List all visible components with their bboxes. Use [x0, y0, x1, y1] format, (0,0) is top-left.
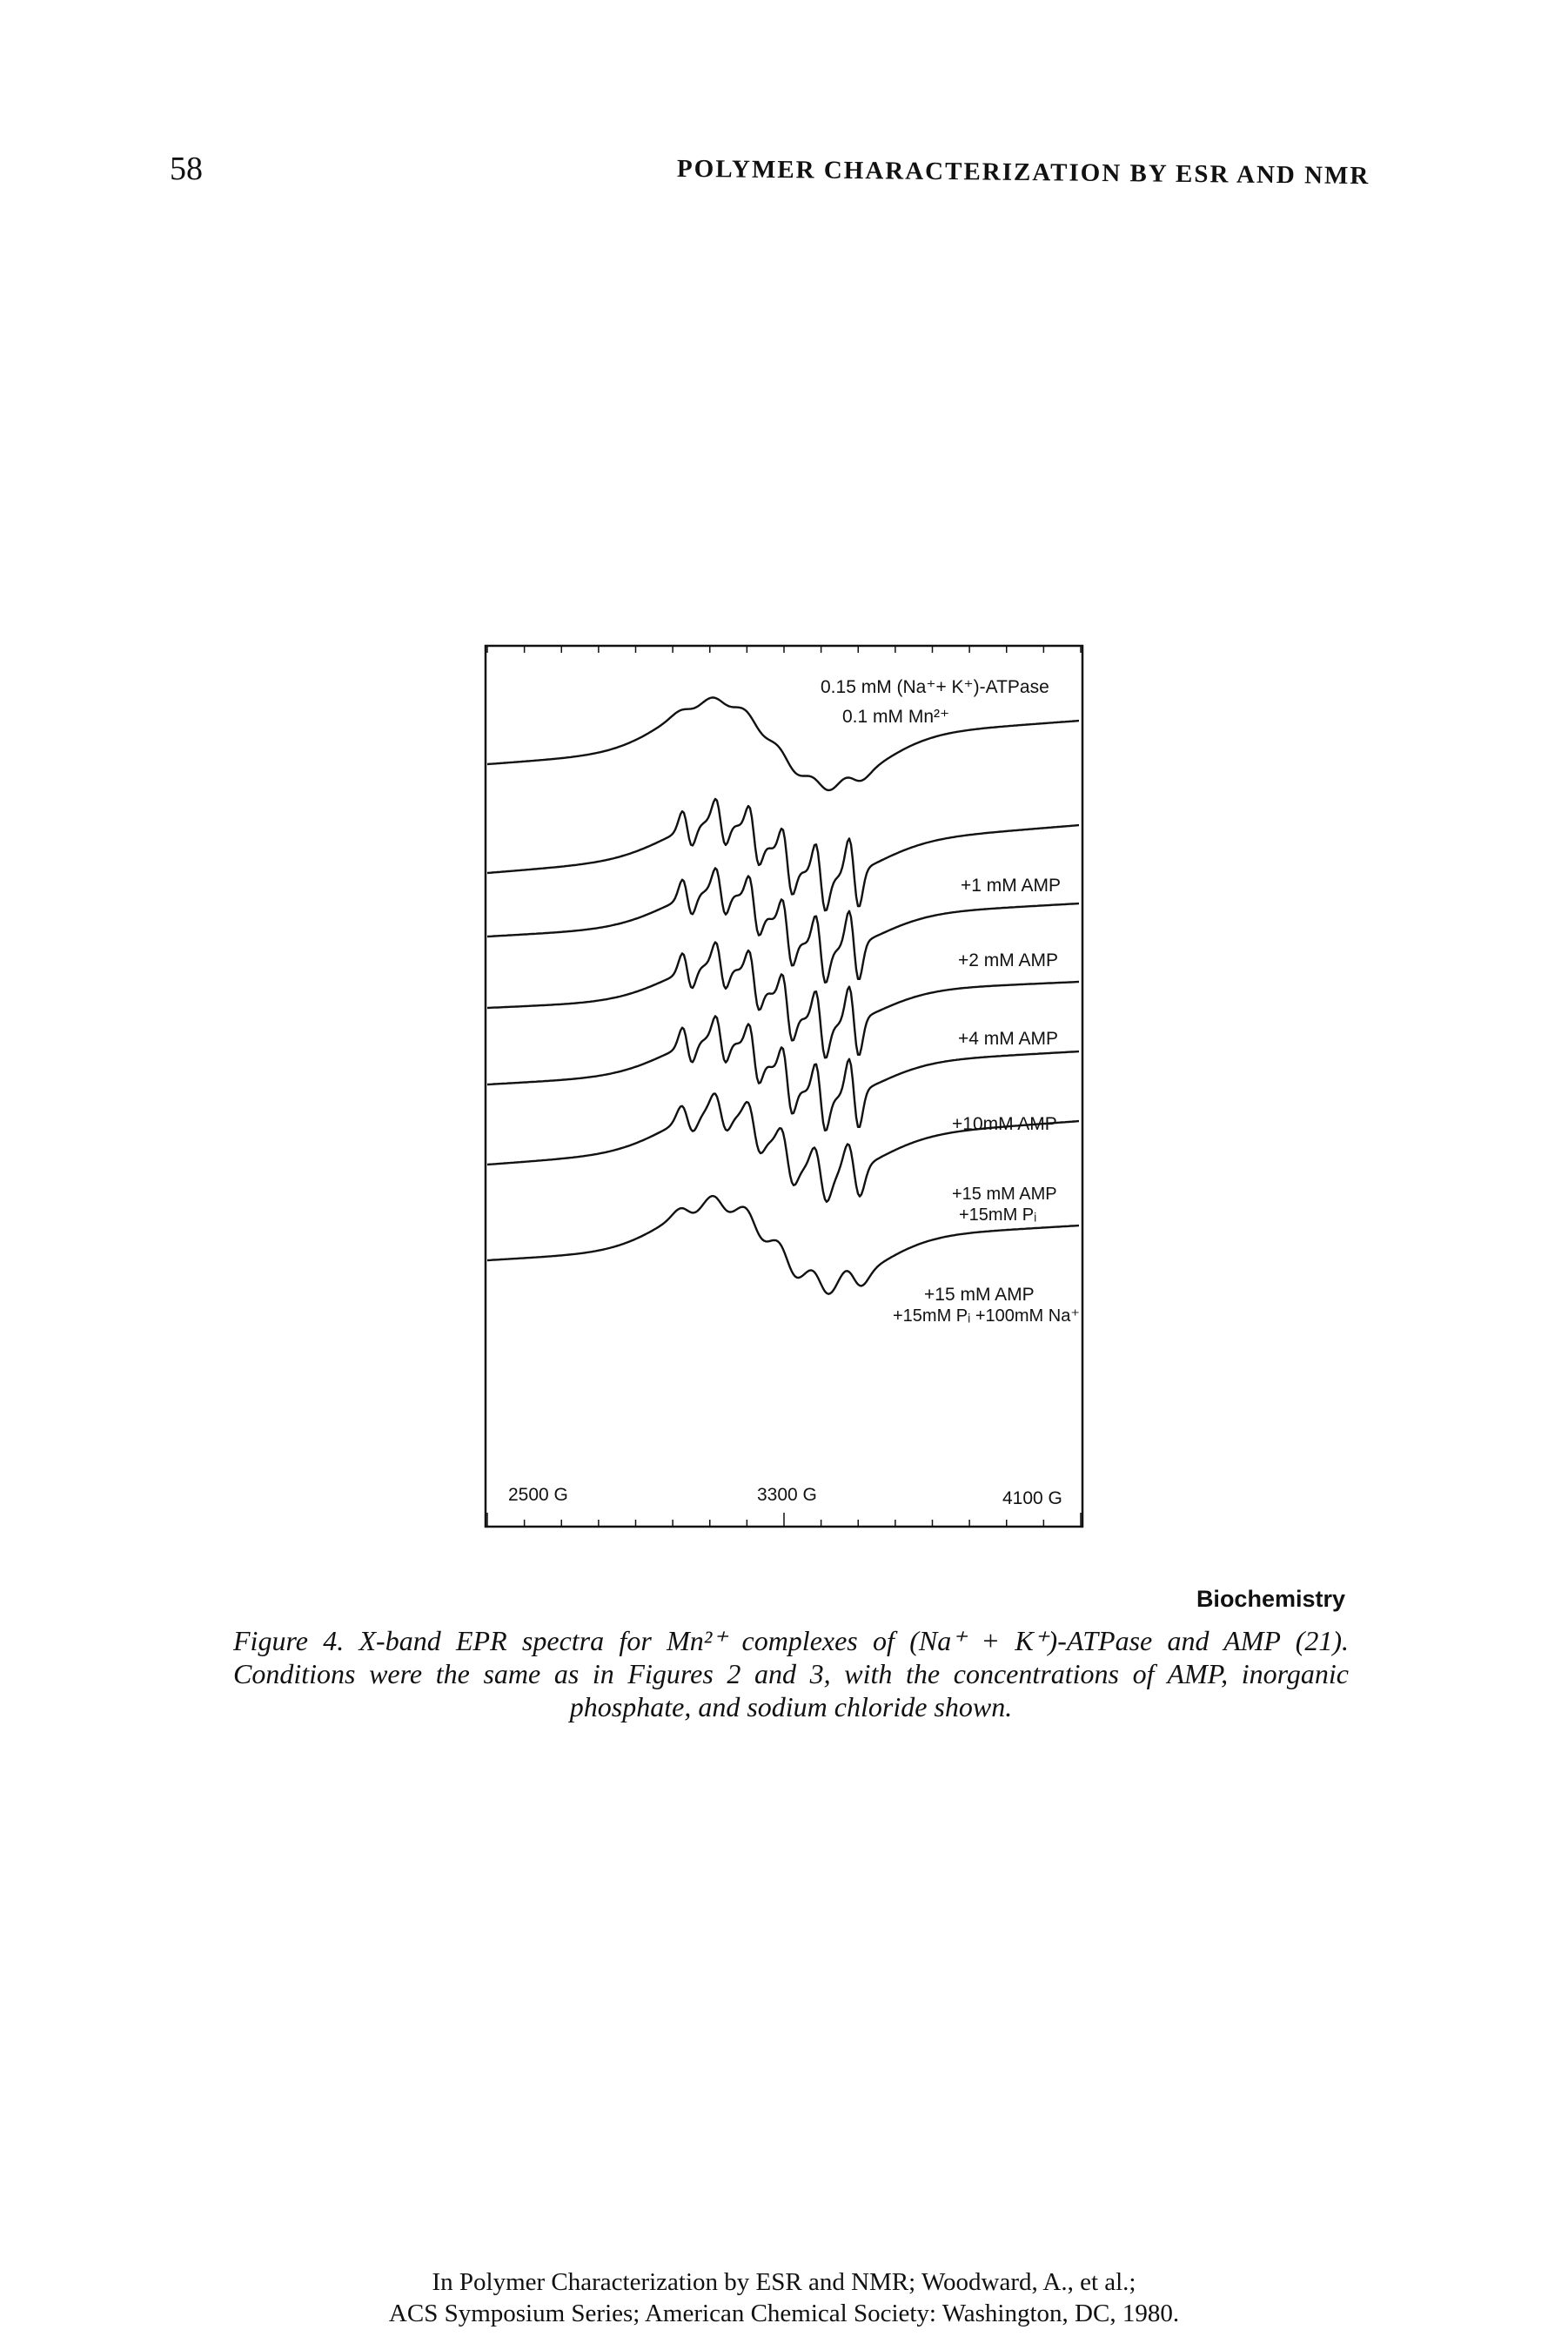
series-label-1: +1 mM AMP	[961, 876, 1061, 896]
series-label-3: +4 mM AMP	[958, 1029, 1058, 1049]
caption-label: Figure 4.	[233, 1625, 345, 1656]
bottom-tick-marks	[486, 1513, 1082, 1527]
spectrum-trace-3	[486, 941, 1080, 1059]
series-label-2: +2 mM AMP	[958, 950, 1058, 970]
footer-citation-line2: ACS Symposium Series; American Chemical …	[388, 2300, 1180, 2327]
footer-citation-line1: In Polymer Characterization by ESR and N…	[432, 2268, 1136, 2296]
series-label-0-line2: 0.1 mM Mn²⁺	[842, 707, 949, 727]
epr-spectra-plot: 0.15 mM (Na⁺+ K⁺)-ATPase 0.1 mM Mn²⁺ +1 …	[484, 644, 1084, 1528]
spectrum-trace-1	[486, 797, 1080, 912]
spectrum-trace-0	[486, 696, 1080, 792]
figure-source: Biochemistry	[1196, 1586, 1345, 1612]
figure-caption: Figure 4. X-band EPR spectra for Mn²⁺ co…	[233, 1624, 1349, 1723]
spectrum-trace-2	[486, 867, 1080, 984]
caption-text: X-band EPR spectra for Mn²⁺ complexes of…	[233, 1625, 1350, 1722]
running-head: POLYMER CHARACTERIZATION BY ESR AND NMR	[676, 154, 1370, 191]
spectrum-trace-5	[486, 1092, 1080, 1203]
spectrum-trace-4	[486, 1015, 1080, 1131]
axis-label-4100: 4100 G	[1002, 1488, 1062, 1508]
series-label-0-line1: 0.15 mM (Na⁺+ K⁺)-ATPase	[821, 677, 1049, 697]
plot-frame	[484, 644, 1084, 1528]
epr-spectra-figure: 0.15 mM (Na⁺+ K⁺)-ATPase 0.1 mM Mn²⁺ +1 …	[484, 642, 1084, 1530]
axis-label-3300: 3300 G	[757, 1485, 817, 1505]
axis-label-2500: 2500 G	[508, 1485, 568, 1505]
series-label-4: +10mM AMP	[952, 1114, 1057, 1134]
spectrum-trace-6	[486, 1195, 1080, 1295]
series-label-6-line2: +15mM Pᵢ +100mM Na⁺	[893, 1306, 1080, 1326]
top-tick-marks	[486, 646, 1082, 653]
spectra-traces	[486, 696, 1080, 1295]
series-label-6-line1: +15 mM AMP	[924, 1285, 1035, 1305]
series-label-5-line2: +15mM Pᵢ	[959, 1205, 1036, 1225]
series-label-5-line1: +15 mM AMP	[952, 1185, 1057, 1204]
page-number: 58	[170, 151, 203, 187]
